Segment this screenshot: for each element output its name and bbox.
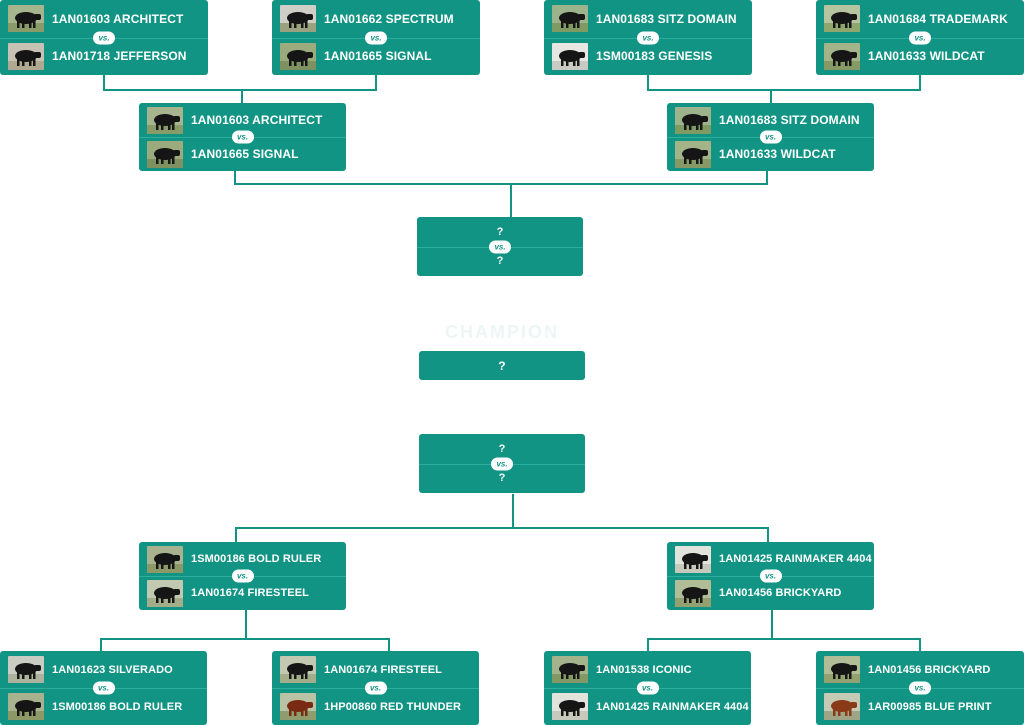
champion-box[interactable]: ? <box>419 351 585 380</box>
black-bull-photo-icon <box>147 107 183 134</box>
red-bull-photo-icon <box>824 693 860 720</box>
champion-name: ? <box>498 359 505 373</box>
competitor-name: 1AN01603 ARCHITECT <box>52 12 183 26</box>
black-bull-photo-icon <box>280 5 316 32</box>
black-bull-photo-icon <box>552 656 588 683</box>
competitor-name: ? <box>497 255 504 267</box>
competitor-name: 1AN01538 ICONIC <box>596 664 692 676</box>
vs-badge: vs. <box>93 31 115 44</box>
competitor-name: 1AN01603 ARCHITECT <box>191 113 322 127</box>
competitor-name: 1AN01425 RAINMAKER 4404 <box>596 701 749 713</box>
competitor-name: 1AN01718 JEFFERSON <box>52 49 187 63</box>
vs-badge: vs. <box>365 682 387 695</box>
black-bull-photo-icon <box>8 656 44 683</box>
vs-badge: vs. <box>760 131 782 144</box>
black-bull-photo-icon <box>8 43 44 70</box>
match-bottom-r1-4[interactable]: 1AN01456 BRICKYARD vs. 1AR00985 BLUE PRI… <box>816 651 1024 725</box>
black-bull-photo-icon <box>552 693 588 720</box>
competitor-name: 1SM00186 BOLD RULER <box>52 701 182 713</box>
competitor-name: 1AN01456 BRICKYARD <box>719 587 841 599</box>
competitor-name: ? <box>499 472 506 484</box>
competitor-name: 1AN01684 TRADEMARK <box>868 12 1008 26</box>
competitor-name: 1AN01662 SPECTRUM <box>324 12 454 26</box>
competitor-name: 1AN01623 SILVERADO <box>52 664 173 676</box>
competitor-name: 1AN01633 WILDCAT <box>868 49 985 63</box>
black-bull-photo-icon <box>824 656 860 683</box>
competitor-name: 1AN01456 BRICKYARD <box>868 664 990 676</box>
black-bull-photo-icon <box>552 5 588 32</box>
competitor-name: 1AN01425 RAINMAKER 4404 <box>719 553 872 565</box>
vs-badge: vs. <box>232 131 254 144</box>
competitor-name: 1SM00183 GENESIS <box>596 49 712 63</box>
champion-row[interactable]: ? <box>419 351 585 380</box>
black-bull-photo-icon <box>675 580 711 607</box>
competitor-name: ? <box>499 443 506 455</box>
black-bull-photo-icon <box>147 546 183 573</box>
competitor-name: 1AR00985 BLUE PRINT <box>868 701 992 713</box>
vs-badge: vs. <box>909 31 931 44</box>
vs-badge: vs. <box>489 240 511 253</box>
competitor-name: 1AN01683 SITZ DOMAIN <box>719 113 860 127</box>
match-top-r1-3[interactable]: 1AN01683 SITZ DOMAIN vs. 1SM00183 GENESI… <box>544 0 752 75</box>
black-bull-photo-icon <box>552 43 588 70</box>
vs-badge: vs. <box>637 31 659 44</box>
match-bottom-r1-3[interactable]: 1AN01538 ICONIC vs. 1AN01425 RAINMAKER 4… <box>544 651 751 725</box>
black-bull-photo-icon <box>8 693 44 720</box>
vs-badge: vs. <box>365 31 387 44</box>
match-top-r1-2[interactable]: 1AN01662 SPECTRUM vs. 1AN01665 SIGNAL <box>272 0 480 75</box>
competitor-name: 1AN01674 FIRESTEEL <box>191 587 309 599</box>
match-top-semifinal[interactable]: ? vs. ? <box>417 217 583 276</box>
black-bull-photo-icon <box>824 5 860 32</box>
match-bottom-r2-2[interactable]: 1AN01425 RAINMAKER 4404 vs. 1AN01456 BRI… <box>667 542 874 610</box>
black-bull-photo-icon <box>675 141 711 168</box>
vs-badge: vs. <box>491 457 513 470</box>
competitor-name: 1AN01665 SIGNAL <box>324 49 432 63</box>
competitor-name: 1AN01665 SIGNAL <box>191 147 299 161</box>
champion-heading: CHAMPION <box>419 322 585 343</box>
match-bottom-r1-2[interactable]: 1AN01674 FIRESTEEL vs. 1HP00860 RED THUN… <box>272 651 479 725</box>
match-bottom-r2-1[interactable]: 1SM00186 BOLD RULER vs. 1AN01674 FIRESTE… <box>139 542 346 610</box>
black-bull-photo-icon <box>147 141 183 168</box>
competitor-name: ? <box>497 226 504 238</box>
black-bull-photo-icon <box>8 5 44 32</box>
match-top-r2-1[interactable]: 1AN01603 ARCHITECT vs. 1AN01665 SIGNAL <box>139 103 346 171</box>
competitor-name: 1AN01674 FIRESTEEL <box>324 664 442 676</box>
vs-badge: vs. <box>93 682 115 695</box>
match-bottom-semifinal[interactable]: ? vs. ? <box>419 434 585 493</box>
competitor-name: 1AN01633 WILDCAT <box>719 147 836 161</box>
competitor-name: 1HP00860 RED THUNDER <box>324 701 461 713</box>
black-bull-photo-icon <box>280 656 316 683</box>
black-bull-photo-icon <box>147 580 183 607</box>
black-bull-photo-icon <box>675 546 711 573</box>
vs-badge: vs. <box>637 682 659 695</box>
match-top-r1-4[interactable]: 1AN01684 TRADEMARK vs. 1AN01633 WILDCAT <box>816 0 1024 75</box>
black-bull-photo-icon <box>824 43 860 70</box>
vs-badge: vs. <box>760 570 782 583</box>
competitor-name: 1AN01683 SITZ DOMAIN <box>596 12 737 26</box>
match-bottom-r1-1[interactable]: 1AN01623 SILVERADO vs. 1SM00186 BOLD RUL… <box>0 651 207 725</box>
black-bull-photo-icon <box>280 43 316 70</box>
red-bull-photo-icon <box>280 693 316 720</box>
match-top-r2-2[interactable]: 1AN01683 SITZ DOMAIN vs. 1AN01633 WILDCA… <box>667 103 874 171</box>
match-top-r1-1[interactable]: 1AN01603 ARCHITECT vs. 1AN01718 JEFFERSO… <box>0 0 208 75</box>
competitor-name: 1SM00186 BOLD RULER <box>191 553 321 565</box>
black-bull-photo-icon <box>675 107 711 134</box>
vs-badge: vs. <box>909 682 931 695</box>
vs-badge: vs. <box>232 570 254 583</box>
